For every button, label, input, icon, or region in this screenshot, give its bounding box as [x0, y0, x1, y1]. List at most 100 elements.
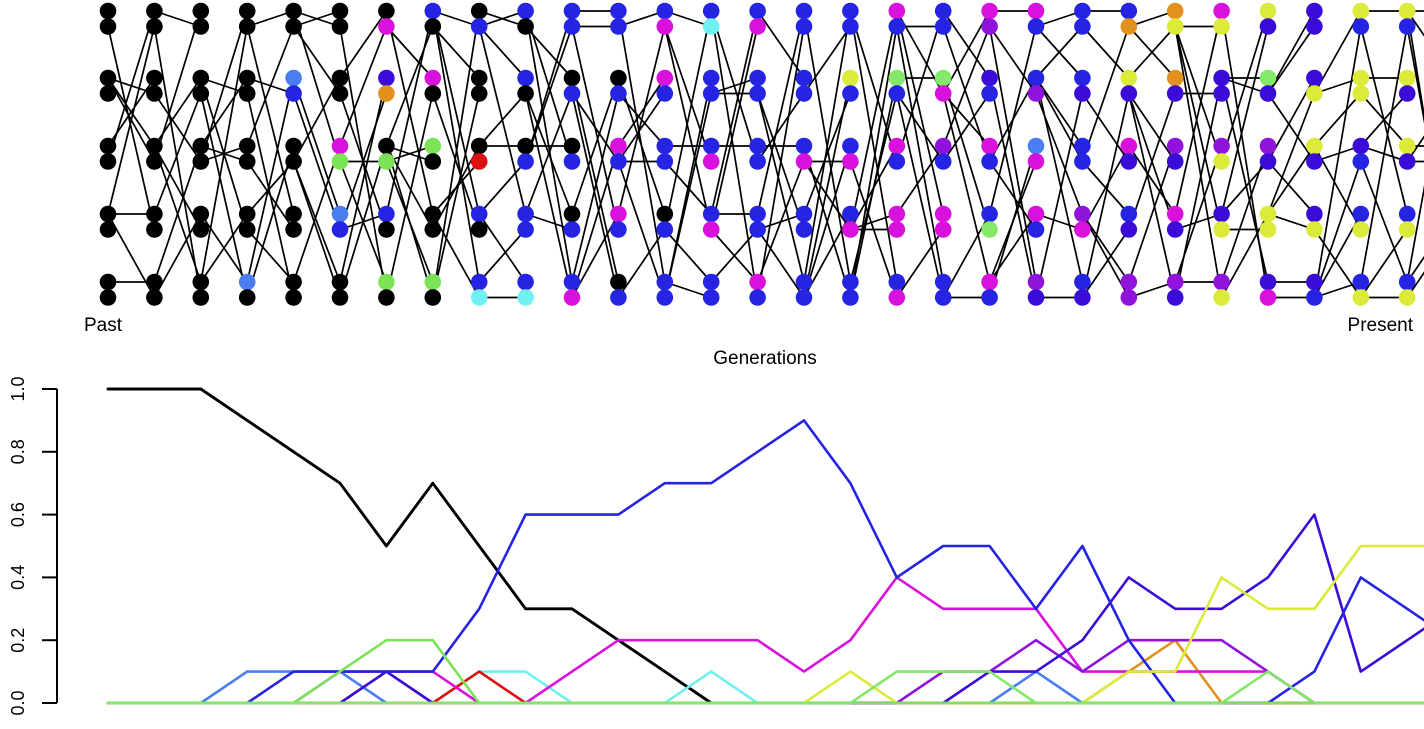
pedigree-edge [1220, 145, 1269, 283]
pedigree-edge [803, 145, 852, 298]
pedigree-edge [942, 77, 991, 230]
pedigree-node [1074, 85, 1091, 102]
pedigree-node [192, 221, 210, 238]
pedigree-node [1306, 2, 1323, 20]
pedigree-edge [895, 93, 945, 298]
pedigree-node [1398, 18, 1416, 35]
pedigree-edge [385, 26, 434, 147]
pedigree-node [470, 137, 488, 155]
pedigree-edge [1081, 93, 1130, 298]
pedigree-edge [339, 161, 388, 283]
pedigree-edge [710, 10, 759, 162]
pedigree-edge [1081, 160, 1130, 215]
pedigree-edge [1267, 93, 1316, 162]
pedigree-edge [1081, 213, 1130, 283]
pedigree-node [795, 221, 813, 238]
pedigree-node [842, 273, 859, 291]
pedigree-node [563, 137, 581, 155]
pedigree-node [1027, 69, 1045, 87]
pedigree-edge [663, 26, 713, 162]
pedigree-edge [153, 26, 202, 298]
pedigree-edge [1127, 145, 1177, 283]
pedigree-node [470, 289, 488, 306]
pedigree-node [749, 2, 766, 20]
pedigree-node [842, 85, 859, 102]
pedigree-node [1398, 273, 1416, 291]
pedigree-node [888, 273, 906, 291]
pedigree-node [1027, 153, 1045, 170]
pedigree-edge [199, 93, 249, 298]
pedigree-edge [1267, 145, 1316, 215]
pedigree-node [610, 2, 627, 20]
pedigree-edge [1035, 25, 1084, 79]
pedigree-node [1352, 153, 1370, 170]
y-axis-tick-label: 0.6 [8, 502, 28, 527]
pedigree-node [238, 289, 256, 306]
pedigree-edge [942, 26, 991, 162]
pedigree-node [702, 2, 720, 20]
pedigree-node [563, 18, 581, 35]
pedigree-node [378, 18, 395, 35]
pedigree-node [563, 273, 581, 291]
pedigree-node [517, 289, 534, 306]
pedigree-node [1352, 205, 1370, 223]
pedigree-node [888, 18, 906, 35]
pedigree-edge [1128, 93, 1176, 162]
pedigree-node [238, 137, 256, 155]
pedigree-node [1166, 18, 1184, 35]
pedigree-edge [246, 160, 295, 215]
pedigree-edge [1406, 10, 1424, 37]
pedigree-node [1259, 205, 1277, 223]
pedigree-edge [1313, 26, 1362, 298]
pedigree-node [610, 137, 627, 155]
pedigree-node [934, 18, 952, 35]
pedigree-node [934, 85, 952, 102]
pedigree-node [610, 153, 627, 170]
pedigree-node [702, 153, 720, 170]
pedigree-node [238, 85, 256, 102]
pedigree-node [378, 153, 395, 170]
pedigree-edge [1406, 255, 1424, 283]
pedigree-node [656, 85, 674, 102]
pedigree-edge [200, 77, 248, 147]
pedigree-edge [292, 93, 341, 230]
frequency-line-navy [106, 513, 1424, 705]
pedigree-node [378, 289, 395, 306]
pedigree-node [424, 69, 442, 87]
pedigree-node [1166, 137, 1184, 155]
pedigree-node [1352, 18, 1370, 35]
pedigree-node [1306, 69, 1323, 87]
y-axis-tick-label: 0.2 [8, 628, 28, 653]
pedigree-node [517, 221, 534, 238]
pedigree-edge [663, 10, 713, 230]
pedigree-node [842, 205, 859, 223]
pedigree-node [1074, 205, 1091, 223]
pedigree-node [981, 221, 998, 238]
pedigree-node [1120, 2, 1138, 20]
pedigree-node [1213, 85, 1230, 102]
pedigree-node [981, 153, 998, 170]
pedigree-node [517, 69, 534, 87]
pedigree-edge [292, 77, 341, 215]
pedigree-node [795, 137, 813, 155]
pedigree-edge [664, 228, 712, 283]
pedigree-edge [1406, 271, 1424, 298]
pedigree-edge [153, 93, 202, 162]
pedigree-node [1306, 137, 1323, 155]
pedigree-node [563, 85, 581, 102]
pedigree-node [99, 137, 117, 155]
pedigree-node [749, 205, 766, 223]
pedigree-node [934, 289, 952, 306]
pedigree-edge [849, 10, 898, 283]
pedigree-node [1166, 69, 1184, 87]
pedigree-node [749, 221, 766, 238]
pedigree-node [285, 221, 302, 238]
pedigree-node [378, 205, 395, 223]
pedigree-edge [617, 93, 666, 162]
pedigree-node [1120, 18, 1138, 35]
pedigree-node [702, 85, 720, 102]
pedigree-edge [199, 77, 249, 230]
pedigree-edge [1406, 135, 1424, 162]
pedigree-node [470, 153, 488, 170]
pedigree-node [285, 69, 302, 87]
